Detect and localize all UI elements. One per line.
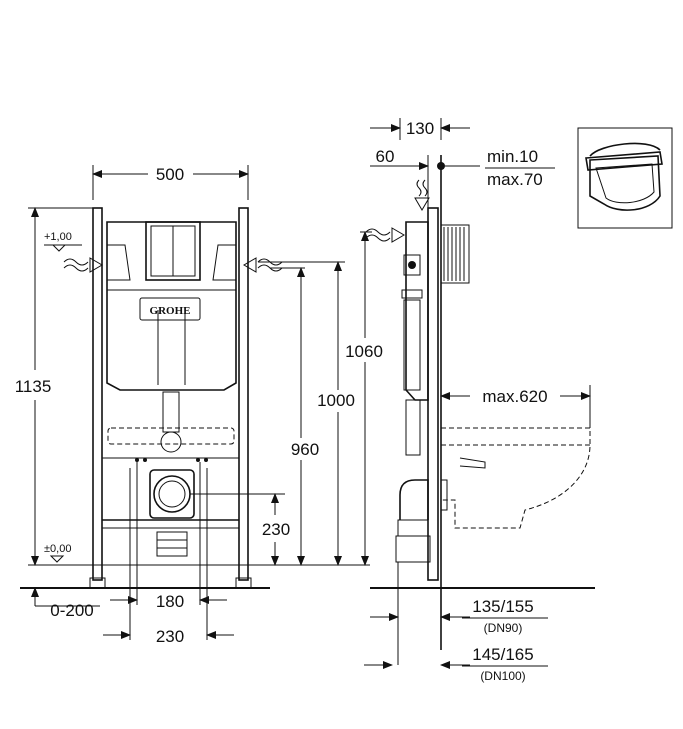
waste-pipe-stub [156, 531, 188, 557]
toilet-bowl-thumbnail-icon [577, 127, 673, 229]
toilet-outline-front [107, 427, 235, 445]
flush-pipe [162, 391, 180, 433]
frame-foot-left [89, 577, 106, 589]
flush-pipe-connector [160, 431, 182, 453]
waste-pipe-inner [158, 480, 186, 508]
mounting-bolt [204, 458, 208, 462]
dim-130: 130 [406, 119, 434, 138]
level-marker-icon [49, 555, 65, 563]
dim-135-155: 135/155 [472, 597, 533, 616]
level-marker-icon [52, 244, 66, 252]
cistern-bracket-left [107, 244, 131, 281]
waste-pipe-side [395, 535, 431, 563]
dim-adjust-0-200: 0-200 [50, 601, 93, 620]
side-view: 130 60 min.10 max.70 1060 max.620 135/15… [345, 118, 595, 683]
mounting-bolt [135, 458, 139, 462]
cistern-side [405, 221, 429, 401]
mounting-bolt [196, 458, 200, 462]
water-inlet-icon [63, 257, 103, 273]
dim-960: 960 [291, 440, 319, 459]
dim-1060: 1060 [345, 342, 383, 361]
frame-side-post [427, 207, 439, 581]
dim-dn100-label: (DN100) [480, 669, 525, 683]
water-inlet-icon [365, 227, 405, 243]
brand-logo-text: GROHE [150, 305, 191, 317]
side-flush-pipe [405, 399, 421, 456]
cistern-body [106, 221, 237, 391]
valve-box [403, 254, 421, 276]
dim-width-500: 500 [156, 165, 184, 184]
dim-60: 60 [376, 147, 395, 166]
wall-marker [437, 162, 445, 170]
level-zero-label: ±0,00 [44, 543, 71, 555]
dim-dn90-label: (DN90) [484, 621, 523, 635]
front-view: GROHE 500 [15, 165, 370, 646]
water-inlet-icon [414, 179, 430, 211]
frame-post-right [238, 207, 249, 581]
mounting-bolt [143, 458, 147, 462]
frame-post-left [92, 207, 103, 581]
water-inlet-icon [243, 257, 283, 273]
dim-145-165: 145/165 [472, 645, 533, 664]
brand-badge [139, 297, 201, 321]
dim-max-620: max.620 [482, 387, 547, 406]
waste-pipe-bracket [149, 469, 195, 519]
cistern-bracket-right [212, 244, 236, 281]
wall-max-label: max.70 [487, 170, 543, 189]
dim-230-width: 230 [156, 627, 184, 646]
flush-plate-side [440, 224, 470, 284]
dim-1000: 1000 [317, 391, 355, 410]
wall-min-label: min.10 [487, 147, 538, 166]
flush-plate-opening [145, 221, 201, 281]
level-upper-label: +1,00 [44, 231, 72, 243]
dim-180: 180 [156, 592, 184, 611]
side-pipe-body [403, 299, 421, 391]
dim-height-1135: 1135 [15, 377, 52, 396]
waste-elbow [399, 479, 429, 520]
toilet-bowl-outline [441, 427, 591, 529]
frame-foot-right [235, 577, 252, 589]
dim-230-height: 230 [262, 520, 290, 539]
